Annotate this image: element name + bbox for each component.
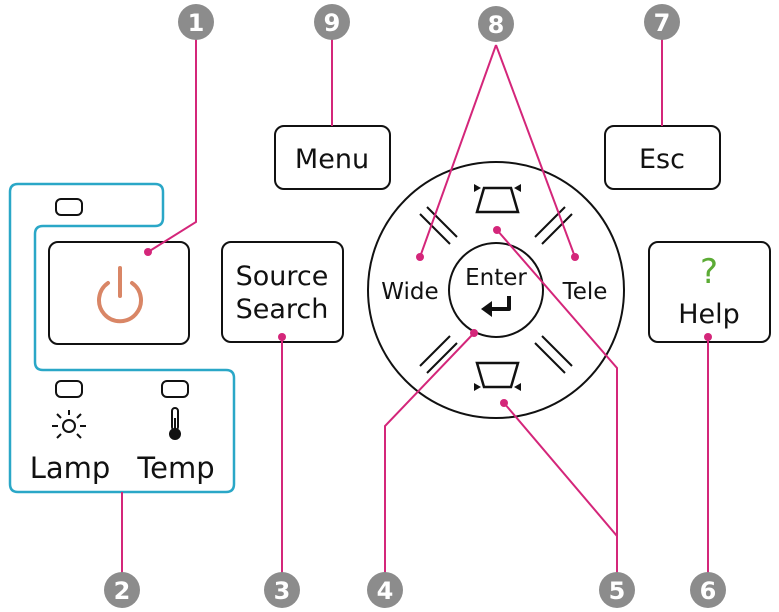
help-label: Help: [678, 299, 740, 330]
leader-lines: [121, 33, 709, 575]
pad-dividers: [419, 206, 573, 374]
callout-3: 3: [264, 572, 300, 608]
callout-3-number: 3: [274, 577, 291, 605]
keystone-up-button[interactable]: [474, 184, 521, 214]
enter-label: Enter: [465, 265, 527, 291]
esc-button[interactable]: Esc: [604, 125, 721, 190]
power-button[interactable]: [48, 241, 190, 345]
callout-8: 8: [478, 6, 514, 42]
callout-5: 5: [599, 572, 635, 608]
callout-4-number: 4: [377, 577, 394, 605]
source-search-button[interactable]: Source Search: [221, 241, 344, 343]
lamp-icon: [52, 410, 86, 439]
source-search-label-line2: Search: [236, 294, 329, 325]
callout-8-number: 8: [488, 11, 505, 39]
temp-indicator-light: [161, 380, 189, 398]
callout-6-number: 6: [700, 577, 717, 605]
indicator-panel-border: [8, 182, 236, 494]
source-search-label-line1: Source: [236, 261, 329, 292]
leader-dots: [144, 226, 712, 407]
thermometer-icon: [169, 407, 181, 440]
tele-label: Tele: [562, 279, 608, 305]
keystone-up-icon: [474, 184, 521, 214]
keystone-down-button[interactable]: [474, 361, 521, 391]
enter-button[interactable]: Enter: [448, 242, 544, 338]
power-icon: [97, 266, 143, 324]
menu-button[interactable]: Menu: [274, 125, 391, 190]
help-question-icon: ?: [700, 252, 718, 292]
wide-label: Wide: [381, 279, 438, 305]
callout-5-number: 5: [609, 577, 626, 605]
callout-6: 6: [690, 572, 726, 608]
direction-pad: Wide Tele Enter: [367, 161, 625, 419]
callout-7-number: 7: [654, 9, 671, 37]
callout-9-number: 9: [324, 9, 341, 37]
callout-7: 7: [644, 4, 680, 40]
menu-label: Menu: [295, 144, 369, 175]
power-indicator-light: [55, 198, 83, 216]
temp-label: Temp: [136, 451, 214, 485]
callout-1-number: 1: [188, 9, 205, 37]
callout-9: 9: [314, 4, 350, 40]
lamp-label: Lamp: [30, 451, 111, 485]
tele-button[interactable]: Tele: [562, 279, 608, 305]
enter-arrow-icon: [481, 296, 511, 317]
callout-2-number: 2: [114, 577, 131, 605]
callout-4: 4: [367, 572, 403, 608]
callout-1: 1: [178, 4, 214, 40]
esc-label: Esc: [639, 144, 685, 175]
lamp-indicator-light: [55, 380, 83, 398]
callout-2: 2: [104, 572, 140, 608]
keystone-down-icon: [474, 361, 521, 391]
help-button[interactable]: ? Help: [648, 241, 771, 343]
wide-button[interactable]: Wide: [381, 279, 438, 305]
